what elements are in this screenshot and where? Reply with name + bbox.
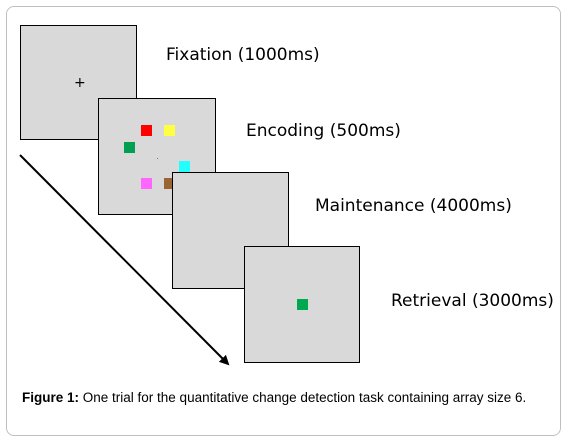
color-square-cyan [179, 161, 190, 172]
color-square-brown [164, 178, 175, 189]
figure-caption: Figure 1: One trial for the quantitative… [22, 389, 542, 406]
stage-label-fixation: Fixation (1000ms) [166, 45, 320, 65]
color-square-green [124, 142, 135, 153]
stage-label-maintenance: Maintenance (4000ms) [315, 196, 512, 216]
caption-prefix: Figure 1: [22, 390, 80, 405]
color-square-magenta [141, 178, 152, 189]
fixation-cross: + [74, 75, 86, 91]
color-square-red [141, 125, 152, 136]
color-square-yellow [164, 125, 175, 136]
caption-text: One trial for the quantitative change de… [79, 390, 527, 405]
center-dot [157, 158, 158, 159]
stage-label-retrieval: Retrieval (3000ms) [391, 291, 554, 311]
stage-label-encoding: Encoding (500ms) [246, 121, 401, 141]
retrieval-screen [244, 246, 360, 363]
probe-square [297, 299, 308, 310]
